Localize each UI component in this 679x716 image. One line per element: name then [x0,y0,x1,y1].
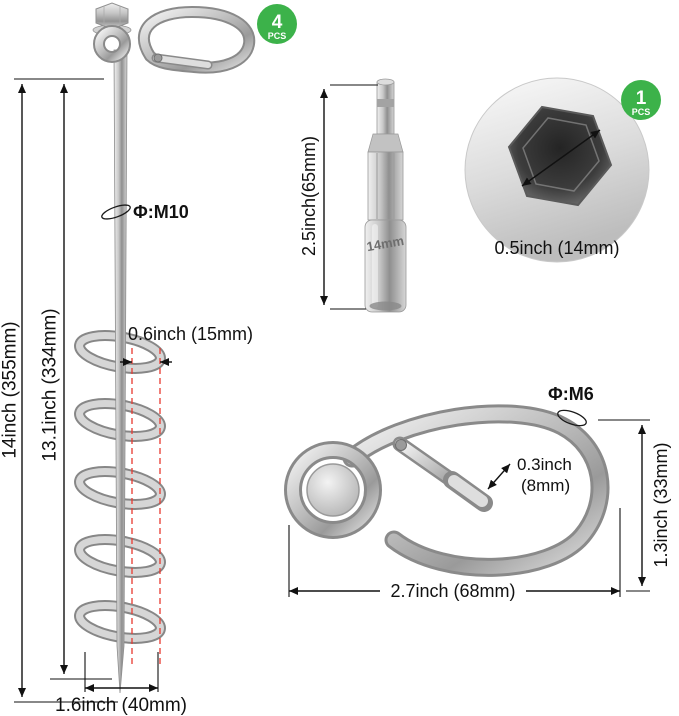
carabiner-wire-diameter-label: Φ:M6 [548,384,594,404]
wire-diameter-symbol [557,409,587,427]
anchor-shaft [113,49,128,694]
carabiner-dimension-lines [288,409,650,597]
driver-badge-unit: PCS [632,107,651,117]
ground-anchor-illustration [74,2,256,694]
carabiner-eye [284,441,382,539]
badge-circle [621,80,661,120]
carabiner-gate-opening-label-line2: (8mm) [521,476,570,495]
carabiner-illustration [284,404,610,577]
anchor-quantity-badge: 4 PCS [257,4,297,44]
driver-printed-size: 14mm [365,233,405,254]
anchor-overall-length-label: 14inch (355mm) [0,321,21,458]
anchor-dimension-lines [14,78,172,703]
socket-closeup-illustration [464,77,650,263]
carabiner-length-label: 2.7inch (68mm) [390,581,515,601]
driver-dimension-lines [320,84,378,310]
anchor-badge-count: 4 [272,12,283,33]
carabiner-height-label: 1.3inch (33mm) [651,442,671,567]
driver-length-label: 2.5inch(65mm) [299,136,319,256]
shank-groove [377,99,394,107]
anchor-auger-diameter-label: 1.6inch (40mm) [55,695,187,716]
carabiner-gate-opening-label-line1: 0.3inch [517,455,572,474]
carabiner-gate [392,436,493,512]
driver-quantity-badge: 1 PCS [621,80,661,120]
top-carabiner-illustration [138,5,256,74]
socket-opening-label: 0.5inch (14mm) [494,238,619,258]
rod-diameter-symbol [101,204,131,220]
badge-circle [257,4,297,44]
anchor-badge-unit: PCS [268,31,287,41]
driver-badge-count: 1 [636,88,647,109]
gate-hinge-rivet [395,439,407,451]
driver-bit-illustration: 14mm [364,78,407,313]
anchor-blade-width-label: 0.6inch (15mm) [128,324,253,344]
anchor-rod-diameter-label: Φ:M10 [133,202,189,222]
anchor-eye-ring [93,25,131,63]
anchor-screw-length-label: 13.1inch (334mm) [40,308,61,461]
